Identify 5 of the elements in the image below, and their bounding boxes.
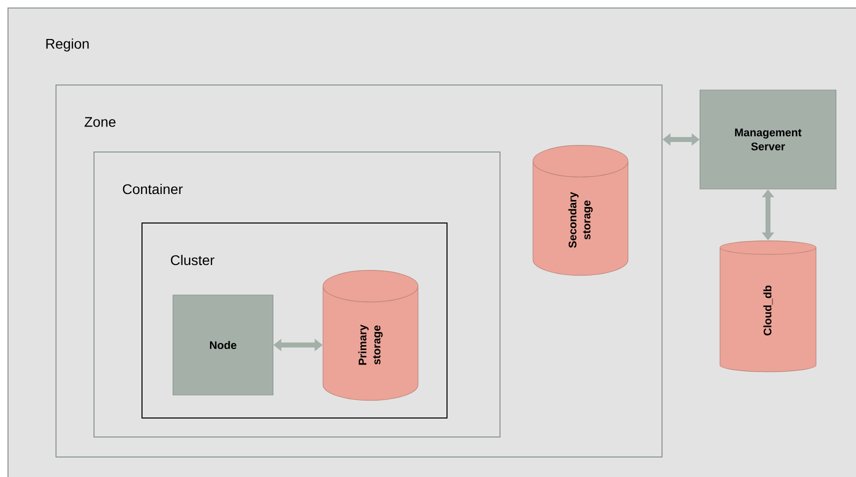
storage-cylinder: Secondary storage [532,145,628,276]
server-box: Management Server [700,90,836,190]
storage-cylinder: Primary storage [322,270,418,401]
storage-cylinder: Cloud_db [720,240,816,372]
server-box: Node [172,294,274,396]
